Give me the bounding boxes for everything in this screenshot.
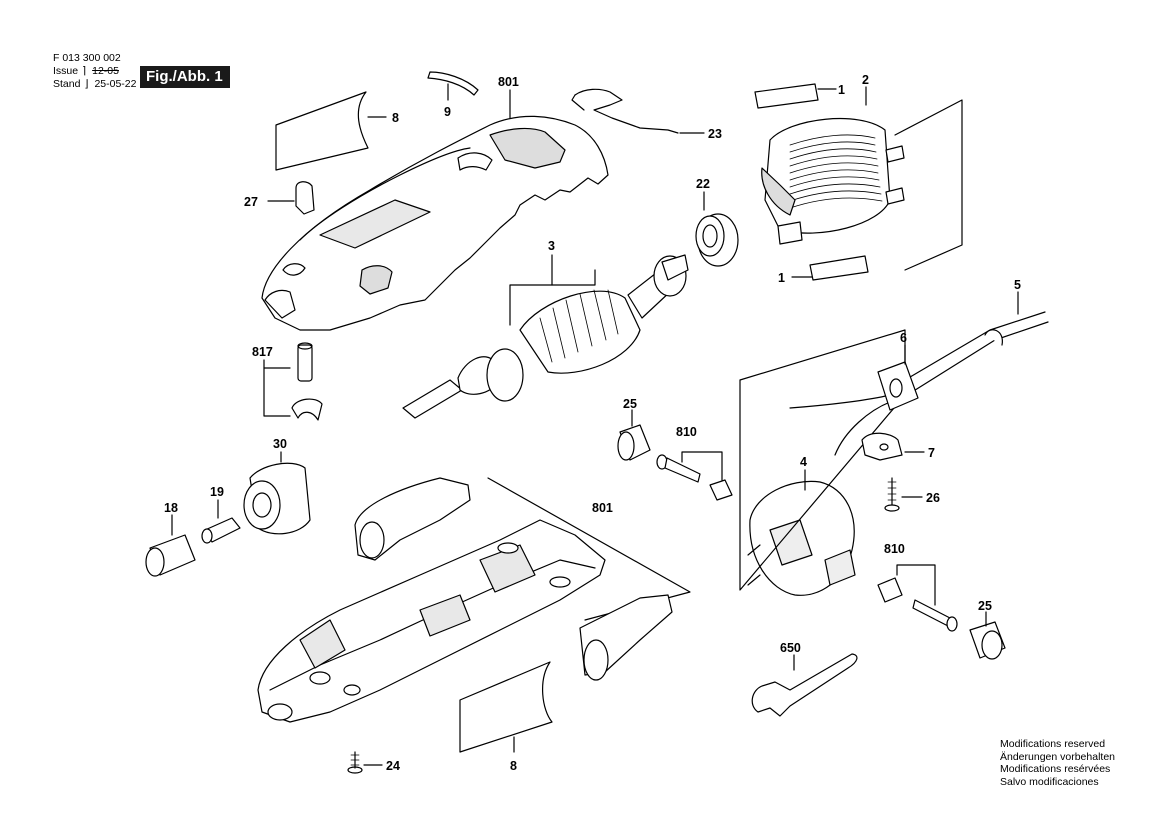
label-part-810-bottom: 810: [884, 542, 905, 556]
label-part-7: 7: [928, 446, 935, 460]
label-strip-1-top: [754, 83, 837, 109]
issue-value: 12-05: [92, 65, 119, 77]
label-part-801-bottom: 801: [592, 501, 613, 515]
coil-windings: [789, 134, 883, 209]
label-part-22: 22: [696, 177, 710, 191]
brush-cap-25-right: [969, 611, 1006, 660]
upper-housing: [261, 89, 609, 331]
carbon-brush-810-bottom: [877, 564, 958, 632]
part-27-clip: [267, 181, 315, 215]
label-part-25-right: 25: [978, 599, 992, 613]
part-9-strip: [427, 71, 479, 101]
collet-19: [201, 499, 241, 544]
modifications-notice: Modifications reserved Änderungen vorbeh…: [1000, 738, 1115, 788]
power-cord: [789, 291, 1049, 456]
notice-line-de: Änderungen vorbehalten: [1000, 750, 1116, 763]
label-part-4: 4: [800, 455, 807, 469]
label-part-30: 30: [273, 437, 287, 451]
drawing-code: F 013 300 002: [53, 52, 121, 64]
label-part-3: 3: [548, 239, 555, 253]
figure-label: Fig./Abb. 1: [140, 66, 230, 88]
brush-cap-25-left: [617, 409, 651, 461]
label-part-810-top: 810: [676, 425, 697, 439]
label-part-26: 26: [926, 491, 940, 505]
label-part-817: 817: [252, 345, 273, 359]
cord-clamp-7: [861, 432, 925, 461]
label-part-650: 650: [780, 641, 801, 655]
label-sheet-bottom: [459, 661, 553, 753]
stand-value: 25-05-22: [94, 78, 137, 90]
bracket-glyph: ⌉: [82, 65, 87, 77]
notice-line-es: Salvo modificaciones: [1000, 775, 1099, 788]
brush-holder-plate: [739, 329, 906, 596]
label-part-23: 23: [708, 127, 722, 141]
label-part-25-left: 25: [623, 397, 637, 411]
screw-26: [884, 477, 923, 512]
wrench-650: [751, 653, 858, 717]
strain-relief-6: [877, 344, 919, 411]
label-part-1-top: 1: [838, 83, 845, 97]
label-part-19: 19: [210, 485, 224, 499]
notice-line-fr: Modifications resérvées: [1000, 763, 1111, 775]
label-part-2: 2: [862, 73, 869, 87]
stand-row: Stand ⌋ 25-05-22: [53, 78, 136, 91]
grip-cover-left: [354, 477, 471, 561]
drawing-header: F 013 300 002 Issue ⌉ 12-05 Stand ⌋ 25-0…: [53, 52, 136, 91]
armature-slots: [539, 289, 619, 363]
field-coil: [761, 86, 963, 271]
part-23-wire: [571, 88, 705, 134]
bracket-glyph: ⌋: [84, 78, 89, 90]
label-part-801-top: 801: [498, 75, 519, 89]
ball-bearing-22: [695, 191, 739, 267]
label-part-18: 18: [164, 501, 178, 515]
issue-row: Issue ⌉ 12-05: [53, 65, 136, 78]
label-part-24: 24: [386, 759, 400, 773]
part-18-shaft-lock: [145, 514, 196, 577]
lower-housing: [257, 477, 691, 723]
label-part-8-bottom: 8: [510, 759, 517, 773]
screw-24: [347, 751, 383, 774]
label-strip-1-bottom: [791, 255, 869, 281]
stand-label: Stand: [53, 78, 81, 90]
label-part-8-top: 8: [392, 111, 399, 125]
part-817-pin-and-clip: [263, 342, 323, 421]
carbon-brush-810-top: [656, 451, 733, 501]
label-part-6: 6: [900, 331, 907, 345]
label-sheet-top: [275, 91, 387, 171]
notice-line-en: Modifications reserved: [1000, 738, 1106, 750]
label-part-1-bottom: 1: [778, 271, 785, 285]
armature: [402, 254, 689, 419]
label-part-5: 5: [1014, 278, 1021, 292]
label-part-27: 27: [244, 195, 258, 209]
grip-cover-right: [579, 594, 673, 681]
issue-label: Issue: [53, 65, 79, 77]
collet-nut-30: [243, 451, 311, 535]
label-part-9: 9: [444, 105, 451, 119]
